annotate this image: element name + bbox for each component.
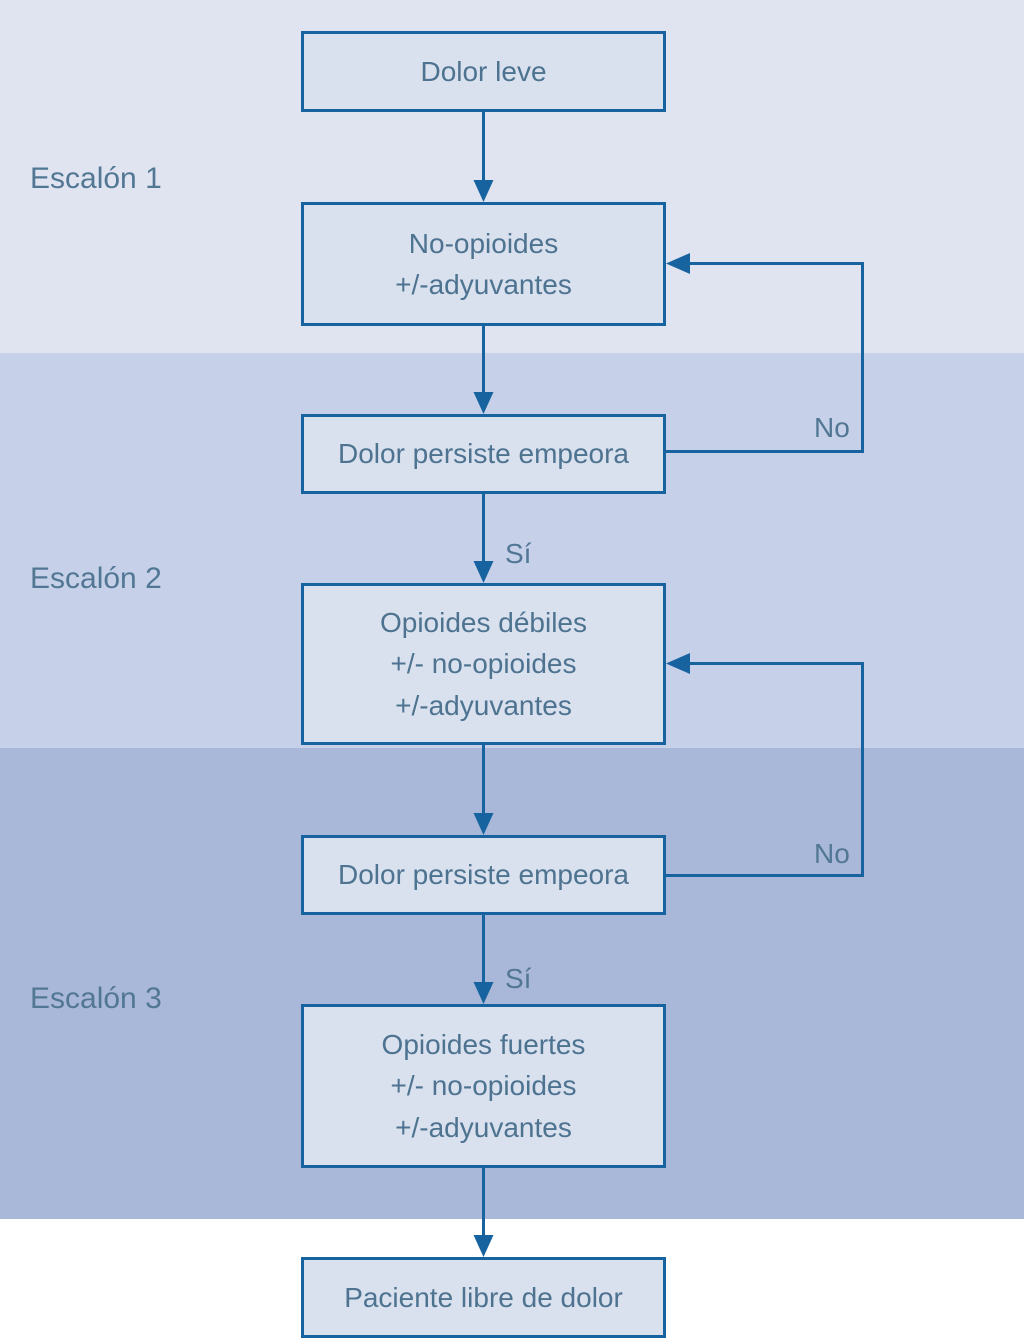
node-paciente-libre-label: Paciente libre de dolor — [344, 1281, 623, 1313]
node-opioides-fuertes-line-3: +/-adyuvantes — [395, 1111, 572, 1143]
node-opioides-debiles-line-3: +/-adyuvantes — [395, 689, 572, 721]
node-opioides-fuertes-line-2: +/- no-opioides — [390, 1070, 577, 1102]
node-dolor-persiste-1: Dolor persiste empeora — [301, 414, 666, 494]
arrowhead-down-6 — [473, 1235, 494, 1257]
node-dolor-persiste-1-label: Dolor persiste empeora — [337, 438, 630, 470]
node-opioides-debiles: Opioides débiles +/- no-opioides +/-adyu… — [301, 583, 666, 745]
node-dolor-leve-label: Dolor leve — [420, 55, 547, 87]
node-opioides-debiles-line-2: +/- no-opioides — [390, 648, 577, 680]
edge-label-no-2: No — [814, 838, 850, 869]
edge-label-si-1: Sí — [505, 538, 532, 569]
node-no-opioides-line-1: No-opioides — [408, 227, 559, 259]
node-opioides-fuertes: Opioides fuertes +/- no-opioides +/-adyu… — [301, 1004, 666, 1168]
node-no-opioides-line-2: +/-adyuvantes — [395, 269, 572, 300]
node-dolor-persiste-2: Dolor persiste empeora — [301, 835, 666, 915]
node-dolor-persiste-2-label: Dolor persiste empeora — [337, 859, 630, 891]
band-label-escalon-3: Escalón 3 — [30, 982, 162, 1015]
node-no-opioides: No-opioides +/-adyuvantes — [301, 202, 666, 326]
node-opioides-fuertes-line-1: Opioides fuertes — [381, 1028, 586, 1060]
node-paciente-libre: Paciente libre de dolor — [301, 1257, 666, 1338]
node-opioides-debiles-line-1: Opioides débiles — [379, 606, 588, 638]
node-dolor-leve: Dolor leve — [301, 31, 666, 112]
band-label-escalon-2: Escalón 2 — [30, 562, 162, 595]
edge-label-si-2: Sí — [505, 963, 532, 994]
band-label-escalon-1: Escalón 1 — [30, 162, 162, 195]
edge-label-no-1: No — [814, 412, 850, 443]
